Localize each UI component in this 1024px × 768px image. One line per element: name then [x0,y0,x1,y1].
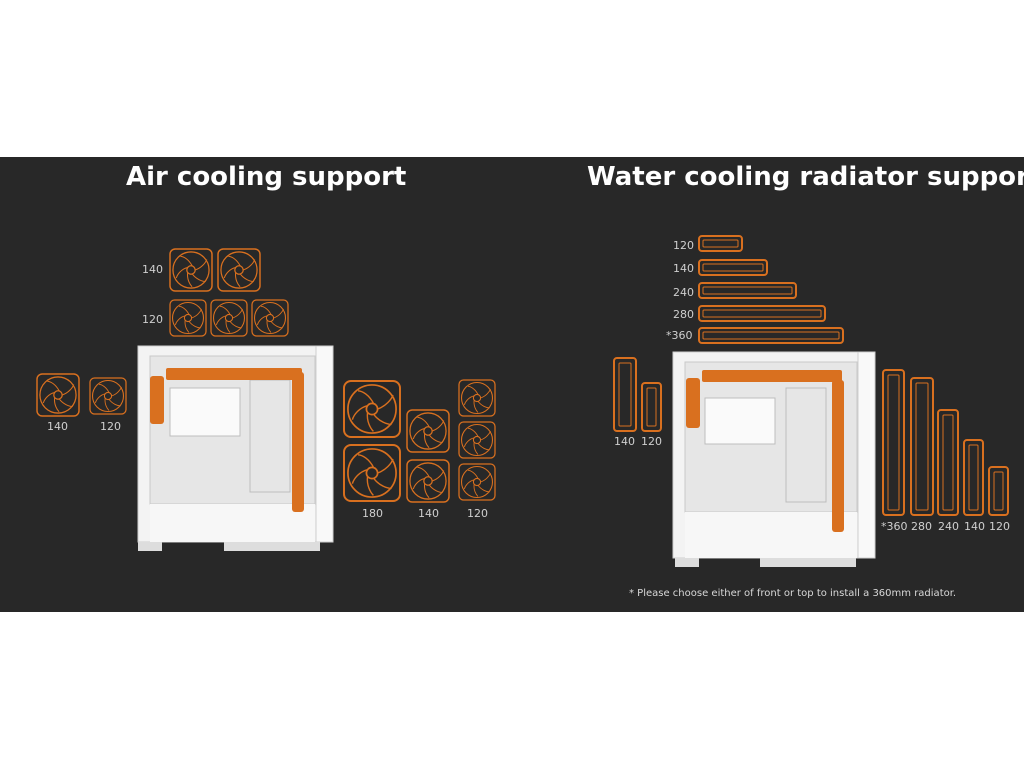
top-radiator-inner [702,239,840,340]
water-top-label: 120 [673,239,694,252]
fan-icon [89,377,127,415]
water-top-label: 140 [673,262,694,275]
fan-icon [169,248,213,292]
fan-icon [458,463,496,501]
water-front-label: *360 [881,520,908,533]
water-top-label: 280 [673,308,694,321]
fan-icon [36,373,80,417]
air-front-label: 180 [362,507,383,520]
fan-icon [251,299,289,337]
water-top-label: 240 [673,286,694,299]
water-front-label: 140 [964,520,985,533]
air-top-label: 140 [142,263,163,276]
water-front-label: 280 [911,520,932,533]
water-cooling-title: Water cooling radiator support [587,162,1024,192]
air-side-label: 120 [100,420,121,433]
top-radiators [698,235,844,344]
water-front-label: 240 [938,520,959,533]
footnote: * Please choose either of front or top t… [629,588,957,599]
air-cooling-title: Air cooling support [126,162,407,192]
water-case [672,351,876,567]
rear-radiator-inner [618,362,657,427]
fan-icon [210,299,248,337]
water-rear-label: 140 [614,435,635,448]
front-radiators [882,369,1009,516]
fan-icon [406,459,450,503]
fan-icon [343,444,401,502]
fan-icon [458,421,496,459]
air-front-label: 140 [418,507,439,520]
fan-icon [458,379,496,417]
fan-icon [217,248,261,292]
front-radiator-inner [887,374,1004,511]
fan-icon [406,409,450,453]
water-front-label: 120 [989,520,1010,533]
air-top-label: 120 [142,313,163,326]
rear-radiators [613,357,662,432]
fan-icon [169,299,207,337]
air-case [137,345,334,551]
air-front-label: 120 [467,507,488,520]
water-rear-label: 120 [641,435,662,448]
fan-icon [343,380,401,438]
water-top-label: *360 [666,329,693,342]
air-side-label: 140 [47,420,68,433]
